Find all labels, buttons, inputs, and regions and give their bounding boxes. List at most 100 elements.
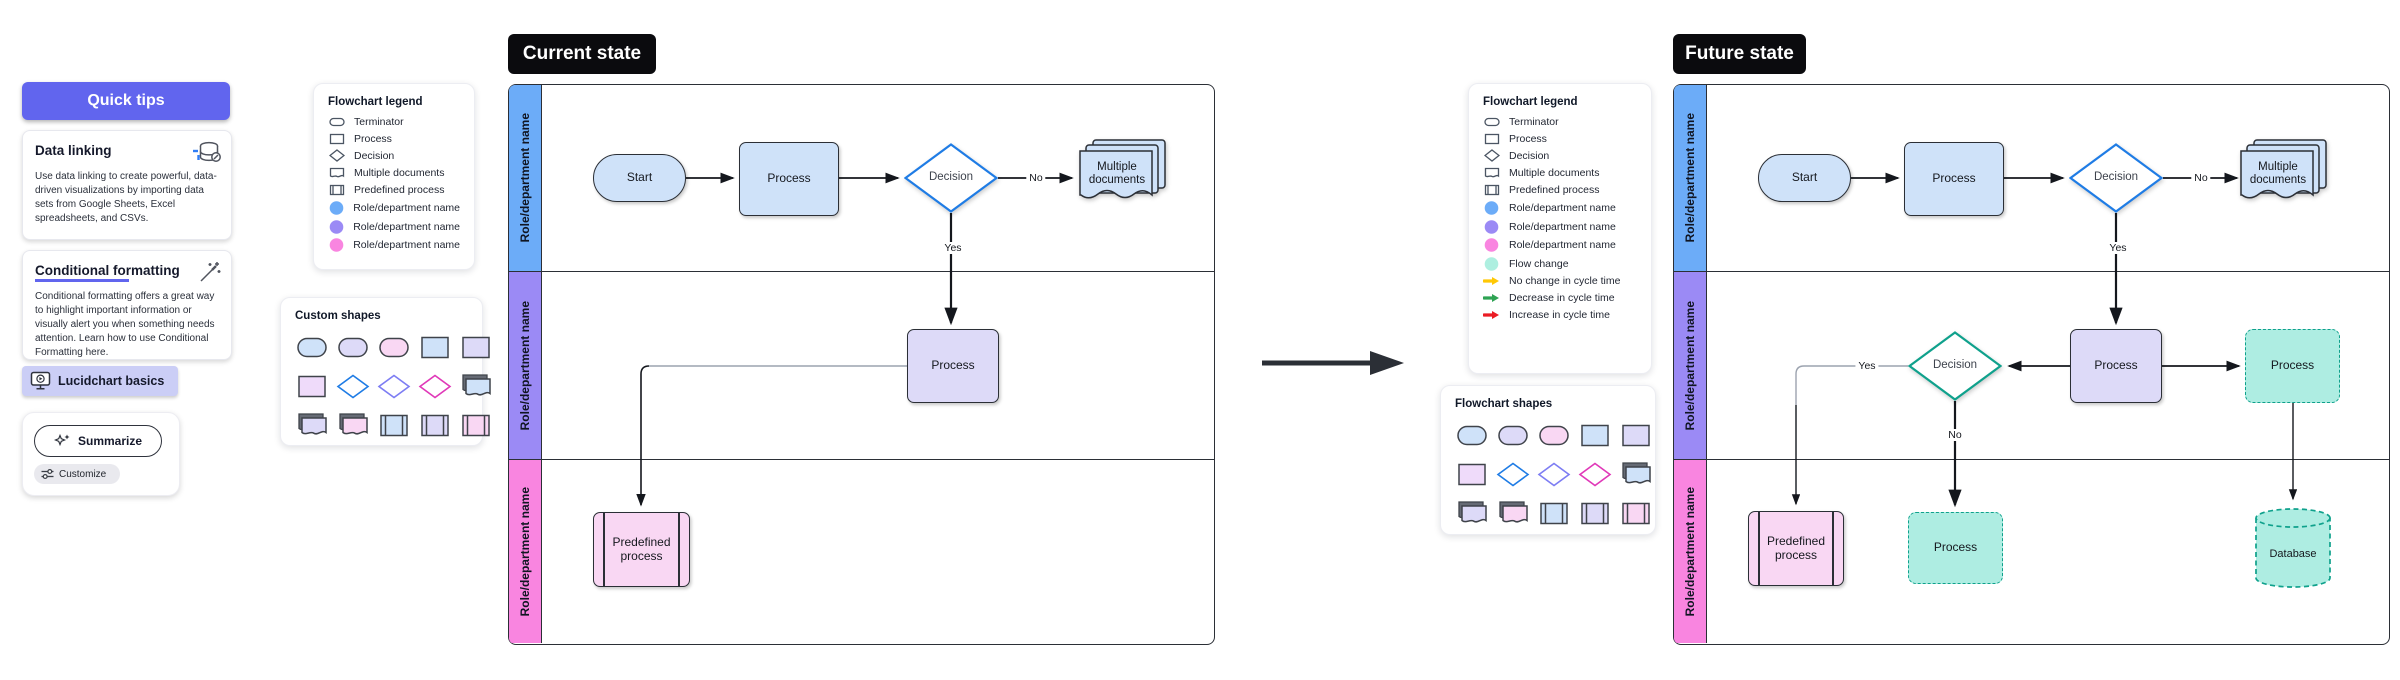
shape-tile-document[interactable] — [1496, 500, 1530, 526]
legend-item-label: Process — [354, 132, 392, 145]
shape-tile-predefined[interactable] — [377, 412, 411, 438]
node-process[interactable]: Process — [2070, 329, 2162, 403]
node-decision[interactable]: Decision — [903, 143, 999, 213]
custom-shapes-panel: Custom shapes — [280, 297, 491, 446]
shape-tile-diamond[interactable] — [1578, 461, 1612, 487]
legend-item: Role/department name — [328, 219, 460, 234]
lane-label: Role/department name — [1683, 113, 1697, 243]
node-multiple-documents[interactable]: Multiple documents — [1079, 139, 1169, 211]
custom-shapes-title: Custom shapes — [295, 310, 381, 322]
shape-tile-terminator[interactable] — [1537, 422, 1571, 448]
shape-tile-rect[interactable] — [295, 373, 329, 399]
shape-tile-predefined[interactable] — [1537, 500, 1571, 526]
node-process-flow-change[interactable]: Process — [2245, 329, 2340, 403]
legend-item-label: Terminator — [1509, 116, 1559, 128]
lane-row: Role/department name — [1674, 459, 2389, 643]
shape-tile-terminator[interactable] — [336, 334, 370, 360]
lucidchart-basics-chip[interactable]: Lucidchart basics — [22, 366, 178, 396]
node-predefined-process[interactable]: Predefined process — [1748, 511, 1844, 586]
shape-tile-document[interactable] — [1455, 500, 1489, 526]
lane-header-pink[interactable]: Role/department name — [509, 460, 542, 643]
legend-item: Decision — [1483, 149, 1637, 163]
shape-tile-predefined[interactable] — [1578, 500, 1612, 526]
lane-header-pink[interactable]: Role/department name — [1674, 460, 1707, 643]
current-state-label[interactable]: Current state — [508, 34, 656, 74]
legend-item-label: Role/department name — [353, 239, 460, 252]
legend-item: Terminator — [1483, 116, 1637, 128]
legend-item-label: Role/department name — [1509, 201, 1616, 214]
quick-tips-button[interactable]: Quick tips — [22, 82, 230, 120]
shape-tile-diamond[interactable] — [1537, 461, 1571, 487]
node-decision-flow-change[interactable]: Decision — [1907, 331, 2003, 401]
shape-tile-document[interactable] — [295, 412, 329, 438]
shape-tile-diamond[interactable] — [1496, 461, 1530, 487]
summarize-button[interactable]: Summarize — [34, 425, 162, 457]
legend-item: Multiple documents — [328, 167, 460, 180]
lane-header-purple[interactable]: Role/department name — [1674, 272, 1707, 459]
predefined-process-icon — [1483, 184, 1500, 196]
shape-tile-terminator[interactable] — [1496, 422, 1530, 448]
shape-tile-rect[interactable] — [1619, 422, 1653, 448]
shape-tile-predefined[interactable] — [1619, 500, 1653, 526]
shape-tile-predefined[interactable] — [418, 412, 452, 438]
lane-label: Role/department name — [518, 113, 532, 243]
process-icon — [1483, 133, 1500, 145]
circle-icon — [1483, 201, 1500, 215]
shape-tile-diamond[interactable] — [336, 373, 370, 399]
customize-chip[interactable]: Customize — [34, 464, 120, 484]
node-decision[interactable]: Decision — [2068, 143, 2164, 213]
current-state-swimlane: Role/department name Role/department nam… — [508, 84, 1215, 645]
edge-label-no: No — [1026, 172, 1046, 184]
lane-header-purple[interactable]: Role/department name — [509, 272, 542, 459]
conditional-formatting-card[interactable]: Conditional formatting Conditional forma… — [22, 250, 232, 360]
edge-label-yes: Yes — [1855, 360, 1879, 372]
shape-tile-rect[interactable] — [418, 334, 452, 360]
transition-arrow — [1256, 343, 1410, 388]
legend-item-label: Predefined process — [1509, 184, 1600, 197]
node-database[interactable]: Database — [2254, 506, 2332, 590]
node-start[interactable]: Start — [1758, 154, 1851, 202]
legend-item-label: Role/department name — [353, 220, 460, 233]
node-start[interactable]: Start — [593, 154, 686, 202]
shape-tile-terminator[interactable] — [295, 334, 329, 360]
lane-header-blue[interactable]: Role/department name — [1674, 85, 1707, 271]
node-multiple-documents[interactable]: Multiple documents — [2240, 139, 2330, 211]
magic-wand-icon — [197, 260, 221, 289]
data-linking-card[interactable]: Data linking Use data linking to create … — [22, 130, 232, 240]
shape-tile-rect[interactable] — [459, 334, 493, 360]
process-icon — [328, 133, 345, 145]
legend-item: Role/department name — [1483, 238, 1637, 252]
legend-item: Terminator — [328, 116, 460, 128]
node-process[interactable]: Process — [1904, 142, 2004, 216]
shape-tile-document[interactable] — [336, 412, 370, 438]
circle-icon — [328, 201, 344, 215]
lane-header-blue[interactable]: Role/department name — [509, 85, 542, 271]
data-linking-icon — [191, 140, 221, 172]
legend-item-label: Process — [1509, 132, 1547, 145]
node-process[interactable]: Process — [739, 142, 839, 216]
node-process[interactable]: Process — [907, 329, 999, 403]
legend-item: No change in cycle time — [1483, 275, 1637, 287]
shape-tile-predefined[interactable] — [459, 412, 493, 438]
future-state-label[interactable]: Future state — [1673, 34, 1806, 74]
node-predefined-process[interactable]: Predefined process — [593, 512, 690, 587]
shape-tile-rect[interactable] — [1578, 422, 1612, 448]
shape-tile-rect[interactable] — [1455, 461, 1489, 487]
node-process-flow-change[interactable]: Process — [1908, 512, 2003, 584]
shape-tile-terminator[interactable] — [1455, 422, 1489, 448]
shape-tile-terminator[interactable] — [377, 334, 411, 360]
legend-item-label: Decrease in cycle time — [1509, 291, 1615, 304]
circle-icon — [1483, 256, 1500, 271]
terminator-icon — [328, 116, 345, 128]
shape-tile-diamond[interactable] — [377, 373, 411, 399]
shape-tile-document[interactable] — [459, 373, 493, 399]
shape-tile-document[interactable] — [1619, 461, 1653, 487]
lane-row: Role/department name — [509, 459, 1214, 643]
decision-icon — [328, 149, 345, 163]
legend-item-label: Role/department name — [353, 201, 460, 214]
sliders-icon — [41, 468, 54, 480]
shape-tile-diamond[interactable] — [418, 373, 452, 399]
lucidchart-basics-label: Lucidchart basics — [58, 374, 165, 388]
